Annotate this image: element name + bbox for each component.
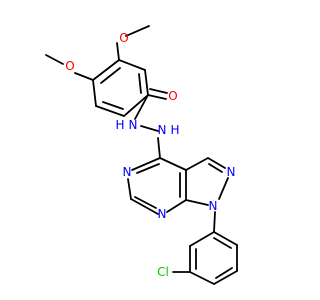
bond: [45, 54, 64, 65]
bond: [136, 163, 160, 174]
bond: [218, 177, 229, 200]
bond: [157, 137, 161, 159]
atom-oxygen-carbonyl: O: [168, 89, 177, 103]
bond: [130, 198, 159, 215]
bond: [131, 157, 161, 171]
bond: [185, 199, 209, 206]
bond: [213, 231, 238, 246]
bond: [144, 69, 149, 96]
bond: [127, 178, 132, 200]
bond: [208, 163, 223, 173]
atom-chlorine: Cl: [157, 265, 169, 279]
bond: [185, 157, 209, 171]
bond: [166, 199, 187, 213]
bond: [138, 73, 142, 94]
atom-nitrogen-hydrazide-1: N: [129, 118, 138, 132]
bond: [213, 237, 232, 249]
atom-nitrogen-pyrimidine-left: N: [123, 165, 132, 179]
bond: [95, 105, 125, 117]
atom-label-layer: O O O H N N H N N N N Cl: [65, 31, 235, 279]
bond: [74, 72, 94, 81]
bond: [215, 267, 233, 279]
bond: [134, 196, 157, 209]
atom-nitrogen-hydrazide-2: N: [158, 123, 167, 137]
bond: [118, 59, 146, 71]
atom-nitrogen-pyrazole-2: N: [227, 165, 236, 179]
bond: [92, 79, 97, 107]
bond: [92, 59, 120, 81]
bond: [207, 157, 226, 169]
atom-hydrogen-hydrazide-1: H: [115, 118, 124, 132]
bond: [100, 67, 121, 84]
bond: [213, 211, 216, 233]
bond: [189, 231, 215, 247]
atom-nitrogen-pyrazole-1: N: [209, 199, 218, 213]
atom-oxygen-methoxy-left: O: [65, 59, 74, 73]
atom-nitrogen-pyrimidine-bottom: N: [158, 207, 167, 221]
bond: [102, 101, 124, 110]
bond: [123, 94, 149, 117]
bond-layer: [45, 25, 238, 285]
bond: [159, 157, 187, 171]
bond: [140, 125, 159, 132]
bond: [189, 271, 215, 285]
bond: [213, 270, 238, 285]
atom-oxygen-methoxy-top: O: [119, 31, 128, 45]
bond: [116, 42, 120, 61]
bond: [147, 94, 167, 100]
bond: [149, 88, 168, 94]
molecule-structure: O O O H N N H N N N N Cl: [45, 25, 238, 285]
bond: [125, 25, 150, 37]
atom-hydrogen-hydrazide-2: H: [170, 123, 179, 137]
bond: [134, 94, 149, 120]
